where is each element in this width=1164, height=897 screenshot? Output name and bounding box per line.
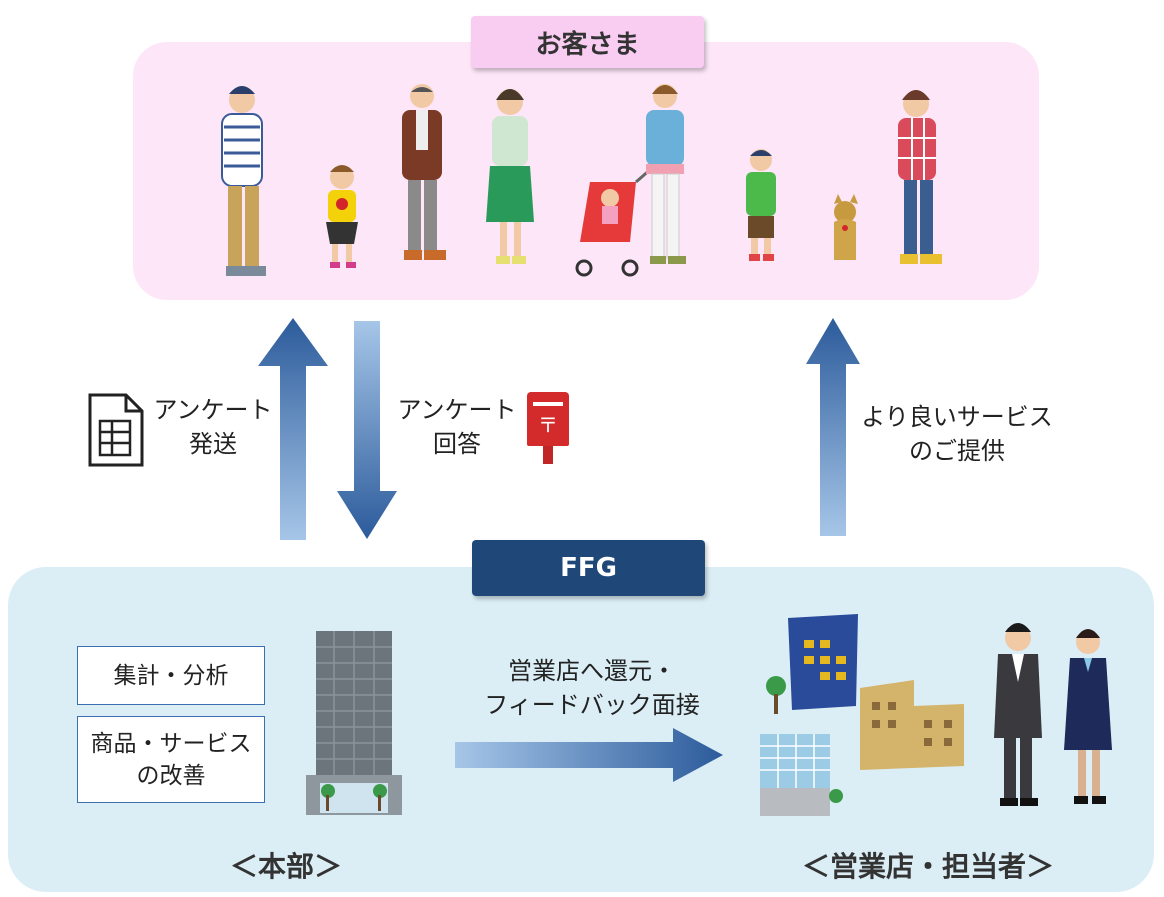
hq-task-analysis: 集計・分析 (77, 646, 265, 705)
hq-building-illustration (306, 631, 402, 815)
ffg-label: FFG (472, 540, 705, 596)
feedback-label: 営業店へ還元・ フィードバック面接 (484, 657, 700, 719)
arrow-survey-send (258, 318, 328, 540)
survey-reply-label: アンケート 回答 (397, 396, 517, 458)
better-service-label: より良いサービス のご提供 (861, 403, 1053, 465)
survey-send-label: アンケート 発送 (153, 396, 273, 458)
customer-figures-illustration (221, 84, 942, 277)
person-figure (898, 90, 942, 264)
arrow-feedback (455, 728, 723, 782)
person-figure (326, 165, 358, 268)
person-figure (221, 86, 266, 276)
dog-figure (834, 194, 858, 260)
person-figure (746, 149, 776, 261)
mailbox-icon: 〒 (527, 392, 569, 466)
hq-task-improvement: 商品・サービス の改善 (77, 716, 265, 803)
person-figure (402, 84, 446, 260)
person-figure (646, 84, 686, 264)
document-icon (88, 393, 144, 467)
branch-heading: ＜営業店・担当者＞ (801, 850, 1054, 883)
arrow-survey-reply (337, 321, 397, 539)
branch-staff-illustration (760, 614, 1112, 816)
hq-heading: ＜本部＞ (229, 850, 342, 883)
person-figure (486, 89, 534, 264)
postal-mark: 〒 (538, 413, 558, 437)
stroller-figure (575, 166, 653, 277)
arrow-better-service (806, 318, 860, 536)
customers-panel (133, 42, 1039, 300)
customers-label: お客さま (471, 16, 704, 68)
